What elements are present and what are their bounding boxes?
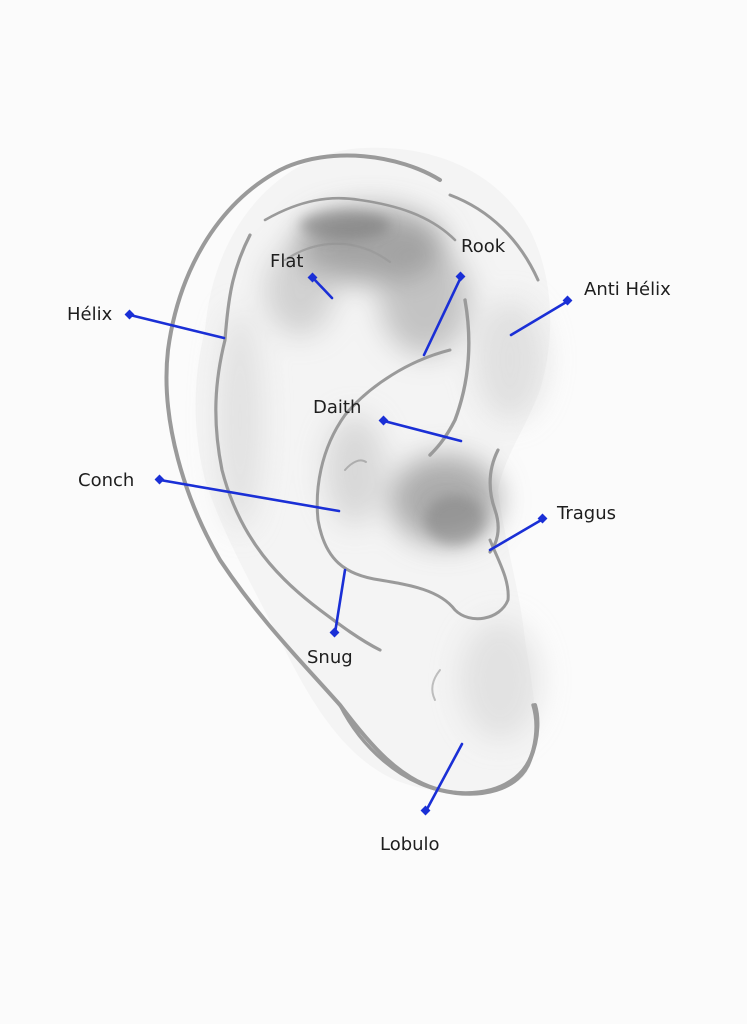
lobulo-marker xyxy=(420,805,431,816)
rook-marker xyxy=(455,271,466,282)
label-daith: Daith xyxy=(313,397,361,418)
anti-helix-leader xyxy=(509,299,570,337)
flat-leader xyxy=(311,276,334,300)
label-lobulo: Lobulo xyxy=(380,834,440,855)
label-flat: Flat xyxy=(270,251,303,272)
tragus-marker xyxy=(537,513,548,524)
antihelix-outline xyxy=(428,298,471,457)
anti-helix-marker xyxy=(562,295,573,306)
flat-marker xyxy=(307,272,318,283)
helix-top-outline xyxy=(448,193,540,282)
labels: Flat Rook Anti Hélix Hélix Daith Conch T… xyxy=(67,236,671,855)
label-rook: Rook xyxy=(461,236,506,257)
label-helix: Hélix xyxy=(67,304,113,325)
ear-illustration xyxy=(164,147,551,796)
tragus-outline xyxy=(488,448,500,554)
rook-leader xyxy=(422,275,463,357)
label-conch: Conch xyxy=(78,470,134,491)
concha-shadow xyxy=(300,211,485,545)
conch-marker xyxy=(154,474,165,485)
label-anti-helix: Anti Hélix xyxy=(584,279,671,300)
helix-marker xyxy=(124,309,135,320)
helix-inner-fold xyxy=(214,233,382,652)
helix-shadow-line xyxy=(263,196,457,242)
label-snug: Snug xyxy=(307,647,353,668)
flat-arc xyxy=(283,242,392,264)
daith-marker xyxy=(378,415,389,426)
lobe-crease xyxy=(431,669,441,701)
lobulo-leader xyxy=(424,742,464,813)
label-tragus: Tragus xyxy=(556,503,616,524)
tragus-leader xyxy=(488,517,545,552)
lobe-outline xyxy=(338,703,538,795)
antihelix-inner xyxy=(315,348,510,621)
crus-mark xyxy=(344,459,367,471)
snug-leader xyxy=(333,568,347,635)
snug-marker xyxy=(329,627,340,638)
conch-leader xyxy=(158,478,341,513)
helix-leader xyxy=(128,313,226,340)
daith-leader xyxy=(382,419,463,443)
